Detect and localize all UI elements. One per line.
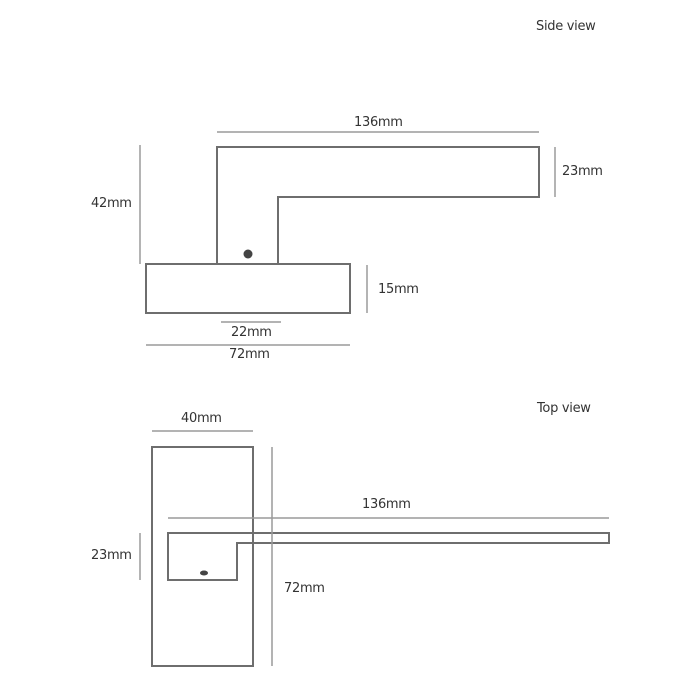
top-plate-width-label: 40mm bbox=[181, 411, 222, 426]
side-total-height-label: 42mm bbox=[91, 196, 132, 211]
top-lever-height-label: 23mm bbox=[91, 548, 132, 563]
side-neck-width-label: 22mm bbox=[231, 325, 272, 340]
top-lever-length-label: 136mm bbox=[362, 497, 411, 512]
top-plate-outline bbox=[151, 446, 254, 667]
top-view-title: Top view bbox=[537, 401, 591, 416]
side-rose-height-label: 15mm bbox=[378, 282, 419, 297]
side-view-title: Side view bbox=[536, 19, 596, 34]
side-screw-dot bbox=[243, 249, 253, 259]
side-lever-outline bbox=[216, 146, 540, 264]
side-rose-outline bbox=[145, 263, 351, 314]
top-plate-height-label: 72mm bbox=[284, 581, 325, 596]
side-lever-height-label: 23mm bbox=[562, 164, 603, 179]
side-lever-length-label: 136mm bbox=[354, 115, 403, 130]
top-lever-outline bbox=[167, 532, 610, 581]
side-rose-width-label: 72mm bbox=[229, 347, 270, 362]
top-screw-dot bbox=[200, 570, 208, 576]
